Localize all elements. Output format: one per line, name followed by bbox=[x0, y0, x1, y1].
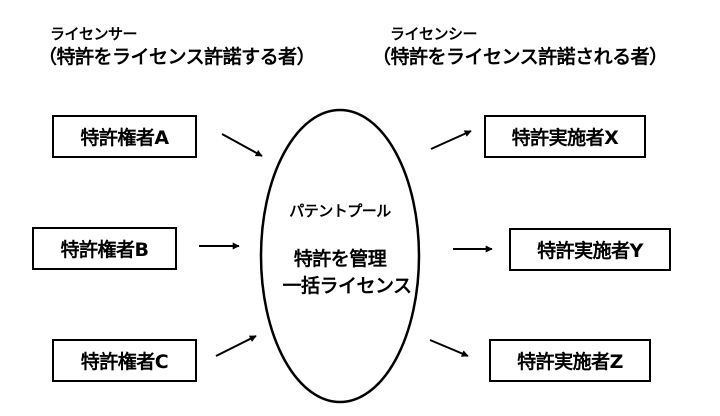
patent-pool-line2: 一括ライセンス bbox=[282, 275, 412, 297]
patent-holder-b: 特許権者B bbox=[32, 227, 177, 270]
licensor-subtitle: （特許をライセンス許諾する者） bbox=[38, 46, 316, 68]
implementer-z: 特許実施者Z bbox=[489, 339, 651, 382]
licensor-title: ライセンサー bbox=[50, 25, 138, 43]
patent-holder-c: 特許権者C bbox=[52, 339, 197, 382]
patent-pool-ellipse bbox=[259, 108, 421, 404]
arrow-holder-a-to-pool bbox=[221, 133, 263, 157]
patent-pool-title: パテントプール bbox=[289, 202, 391, 220]
arrow-pool-to-implementer-z bbox=[429, 339, 469, 357]
patent-holder-a: 特許権者A bbox=[52, 115, 197, 158]
licensee-header: ライセンシー （特許をライセンス許諾される者） bbox=[372, 24, 668, 70]
implementer-y: 特許実施者Y bbox=[509, 228, 671, 271]
licensee-title: ライセンシー bbox=[390, 25, 478, 43]
licensee-subtitle: （特許をライセンス許諾される者） bbox=[372, 46, 668, 68]
licensor-header: ライセンサー （特許をライセンス許諾する者） bbox=[38, 24, 316, 70]
arrow-holder-c-to-pool bbox=[215, 335, 257, 357]
patent-pool-line1: 特許を管理 bbox=[293, 248, 387, 270]
arrow-pool-to-implementer-x bbox=[430, 130, 472, 150]
implementer-x: 特許実施者X bbox=[484, 115, 646, 158]
